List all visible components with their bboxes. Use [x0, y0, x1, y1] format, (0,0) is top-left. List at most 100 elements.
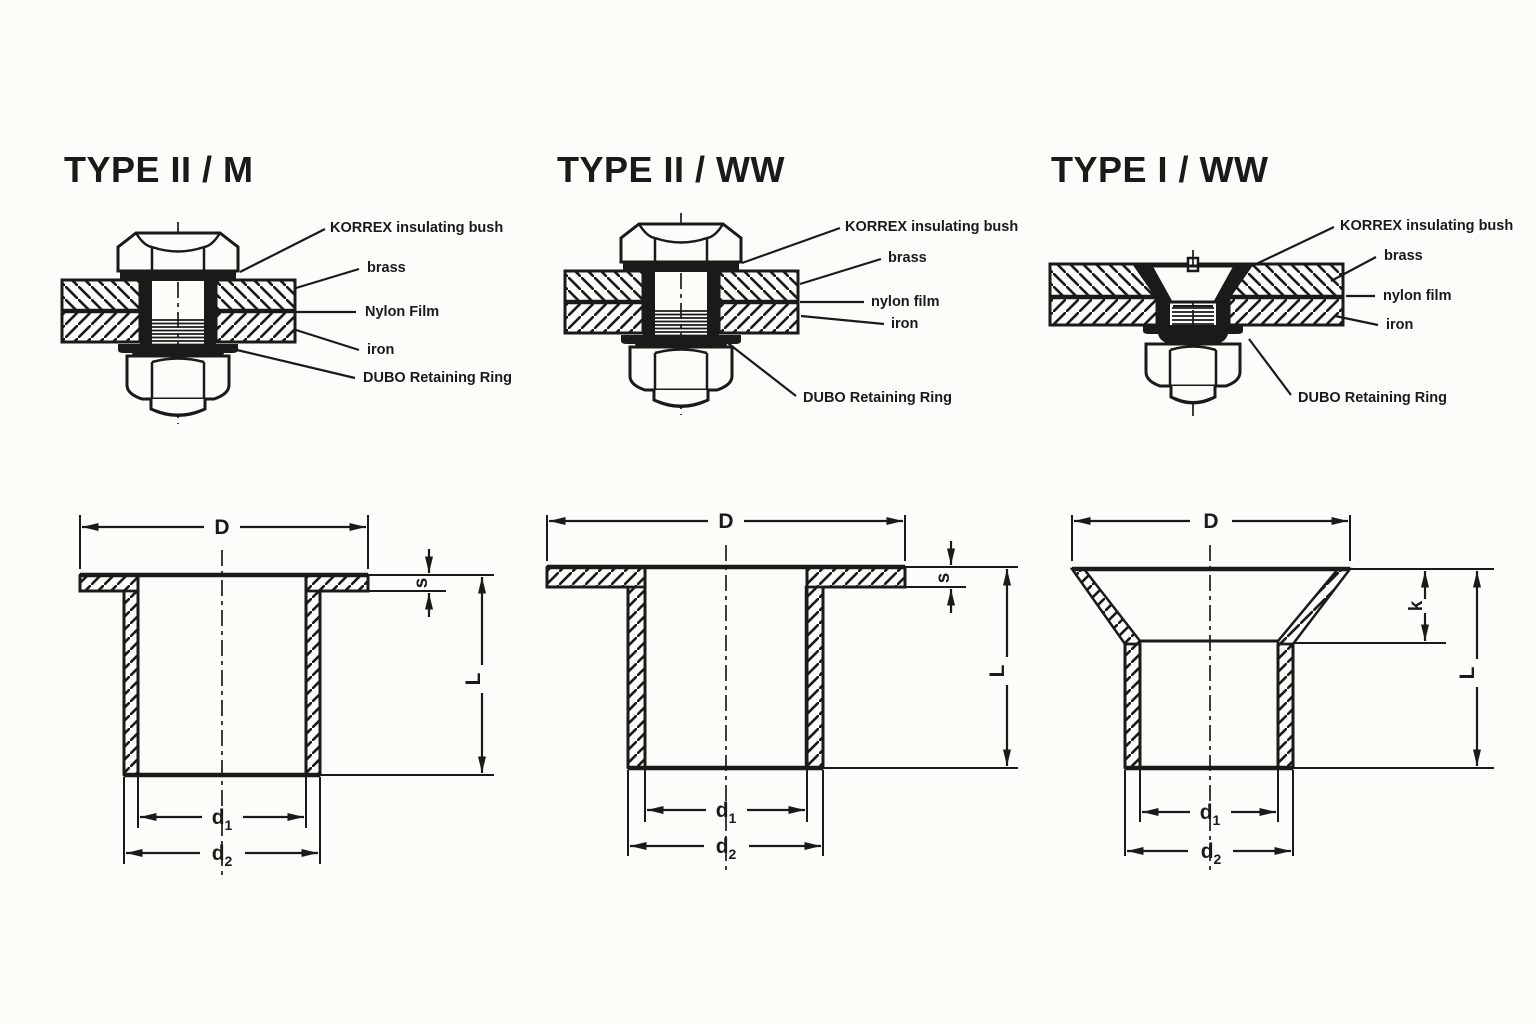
dim-d2: d2: [627, 770, 824, 862]
assembly-callouts-1: KORREX insulating bush brass Nylon Film …: [236, 220, 512, 386]
leader-line-brass: [295, 267, 360, 290]
flange-hatch-left: [545, 565, 647, 589]
extension-lines-k: [1293, 568, 1494, 644]
dim-label-L: L: [462, 672, 485, 685]
bolt-end: [149, 399, 207, 417]
cone-hatch-left: [1069, 567, 1142, 646]
flange-hatch-right: [304, 573, 370, 593]
label-korrex: KORREX insulating bush: [845, 219, 1018, 235]
dim-label-d1: d1: [716, 799, 737, 826]
assembly-drawing-hex-bolt-2: [565, 213, 798, 415]
leader-line-korrex: [239, 228, 326, 273]
wall-hatch-left: [1123, 642, 1142, 770]
wall-hatch-left: [626, 585, 647, 770]
dim-label-L: L: [1456, 666, 1479, 679]
thread-lines: [151, 319, 205, 346]
section-title: TYPE I / WW: [1051, 149, 1269, 190]
leader-line-korrex: [1251, 226, 1335, 267]
nut-outline: [1144, 342, 1242, 388]
dimension-drawing-2: D s L d1: [545, 510, 1018, 875]
dim-label-k: k: [1406, 600, 1427, 611]
leader-line-dubo-ring: [236, 348, 356, 380]
flange-hatch-right: [805, 565, 907, 589]
label-dubo-ring: DUBO Retaining Ring: [803, 390, 952, 406]
bottom-plate-left: [1048, 295, 1159, 327]
section-type-i-ww: TYPE I / WW: [1048, 149, 1513, 875]
leader-line-korrex: [741, 226, 841, 265]
dim-label-s: s: [933, 573, 954, 584]
label-nylon-film: nylon film: [1383, 288, 1451, 304]
section-outline: [78, 575, 370, 775]
wall-hatch-left: [122, 589, 140, 777]
section-title: TYPE II / WW: [557, 149, 785, 190]
korrex-bush-silhouette-left: [1134, 264, 1170, 333]
section-title: TYPE II / M: [64, 149, 254, 190]
countersunk-screw-head: [1148, 256, 1238, 307]
nut-facets: [1168, 345, 1218, 386]
wall-hatch-right: [804, 585, 825, 770]
extension-lines-d2: [1124, 770, 1294, 856]
bolt-end-dome-line: [154, 409, 202, 416]
top-plate-left: [60, 278, 142, 313]
leader-line-iron: [295, 328, 360, 352]
label-brass: brass: [367, 260, 406, 276]
leader-line-brass: [799, 257, 882, 286]
nut-facets: [150, 357, 206, 399]
extension-lines-L: [823, 566, 1018, 769]
assembly-callouts-3: KORREX insulating bush brass nylon film …: [1248, 218, 1513, 406]
label-brass: brass: [1384, 248, 1423, 264]
assembly-drawing-hex-bolt: [60, 222, 297, 424]
bolt-end-dome-line: [1174, 397, 1212, 403]
dim-D: D: [546, 510, 906, 561]
nut-outline: [125, 354, 231, 401]
leader-line-dubo-ring: [723, 339, 797, 397]
dim-label-s: s: [411, 578, 432, 589]
hex-nut: [1144, 342, 1242, 388]
dim-label-D: D: [214, 516, 229, 539]
dim-label-L: L: [986, 664, 1009, 677]
bolt-end-outline: [1169, 386, 1217, 405]
dim-s: s: [905, 541, 966, 613]
bolt-end: [1169, 386, 1217, 405]
extension-lines-L: [320, 574, 494, 776]
bottom-plate-right: [1227, 295, 1345, 327]
dim-label-d2: d2: [1201, 840, 1222, 867]
leader-line-dubo-ring: [1248, 338, 1292, 396]
screw-slot: [1186, 256, 1200, 273]
bolt-head-facets: [134, 232, 222, 271]
wall-hatch-right: [304, 589, 322, 777]
dimension-drawing-1: D s L d1: [78, 515, 494, 880]
dim-label-d1: d1: [212, 806, 233, 833]
label-nylon-film: nylon film: [871, 294, 939, 310]
dim-d2: d2: [123, 777, 321, 869]
dim-L: L: [1293, 571, 1494, 769]
bottom-plate-left: [60, 309, 142, 344]
assembly-callouts-2: KORREX insulating bush brass nylon film …: [723, 219, 1018, 406]
dubo-ring-silhouette: [1143, 325, 1243, 344]
hex-bolt-head: [116, 231, 240, 273]
dim-label-d1: d1: [1200, 801, 1221, 828]
top-plate-right: [214, 278, 297, 313]
label-iron: iron: [1386, 317, 1413, 333]
bottom-plate-right: [214, 309, 297, 344]
dimension-drawing-3: D k L d1: [1069, 510, 1494, 875]
bolt-end-outline: [149, 399, 207, 417]
korrex-bush-silhouette: [120, 271, 236, 344]
label-korrex: KORREX insulating bush: [330, 220, 503, 236]
extension-lines-d2: [627, 770, 824, 856]
dim-L: L: [320, 574, 494, 776]
dim-d1: d1: [644, 770, 808, 826]
dim-D: D: [1071, 510, 1351, 561]
flange-hatch-left: [78, 573, 140, 593]
extension-lines-d2: [123, 777, 321, 864]
section-type-ii-ww: TYPE II / WW KORREX insulating bush bras…: [545, 149, 1018, 875]
dim-d1: d1: [1139, 770, 1279, 828]
bush-section-geometry: [545, 545, 907, 875]
dim-d2: d2: [1124, 770, 1294, 867]
dim-L: L: [823, 566, 1018, 769]
dim-label-d2: d2: [716, 835, 737, 862]
extension-lines-D: [79, 515, 369, 569]
dim-s: s: [368, 549, 446, 617]
